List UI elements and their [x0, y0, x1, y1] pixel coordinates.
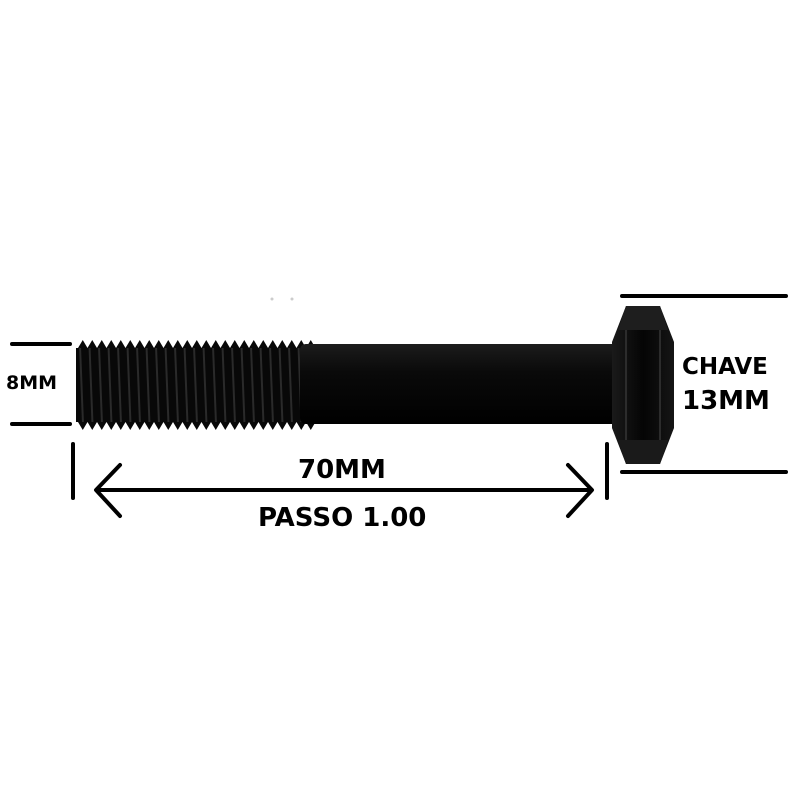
wrench-label-line1: CHAVE	[682, 354, 768, 380]
pitch-label: PASSO 1.00	[258, 503, 427, 533]
length-extension-lines	[71, 442, 609, 500]
diameter-dimension-lines	[10, 342, 72, 426]
wrench-size-lines	[620, 294, 788, 474]
wrench-label-line2: 13MM	[682, 386, 770, 416]
length-label: 70MM	[298, 455, 386, 485]
bolt-hex-head	[612, 306, 674, 464]
bolt-shank	[300, 344, 620, 424]
diameter-label: 8MM	[6, 372, 58, 394]
image-speck	[270, 297, 294, 301]
bolt-thread	[76, 340, 316, 430]
length-arrow	[94, 463, 594, 518]
